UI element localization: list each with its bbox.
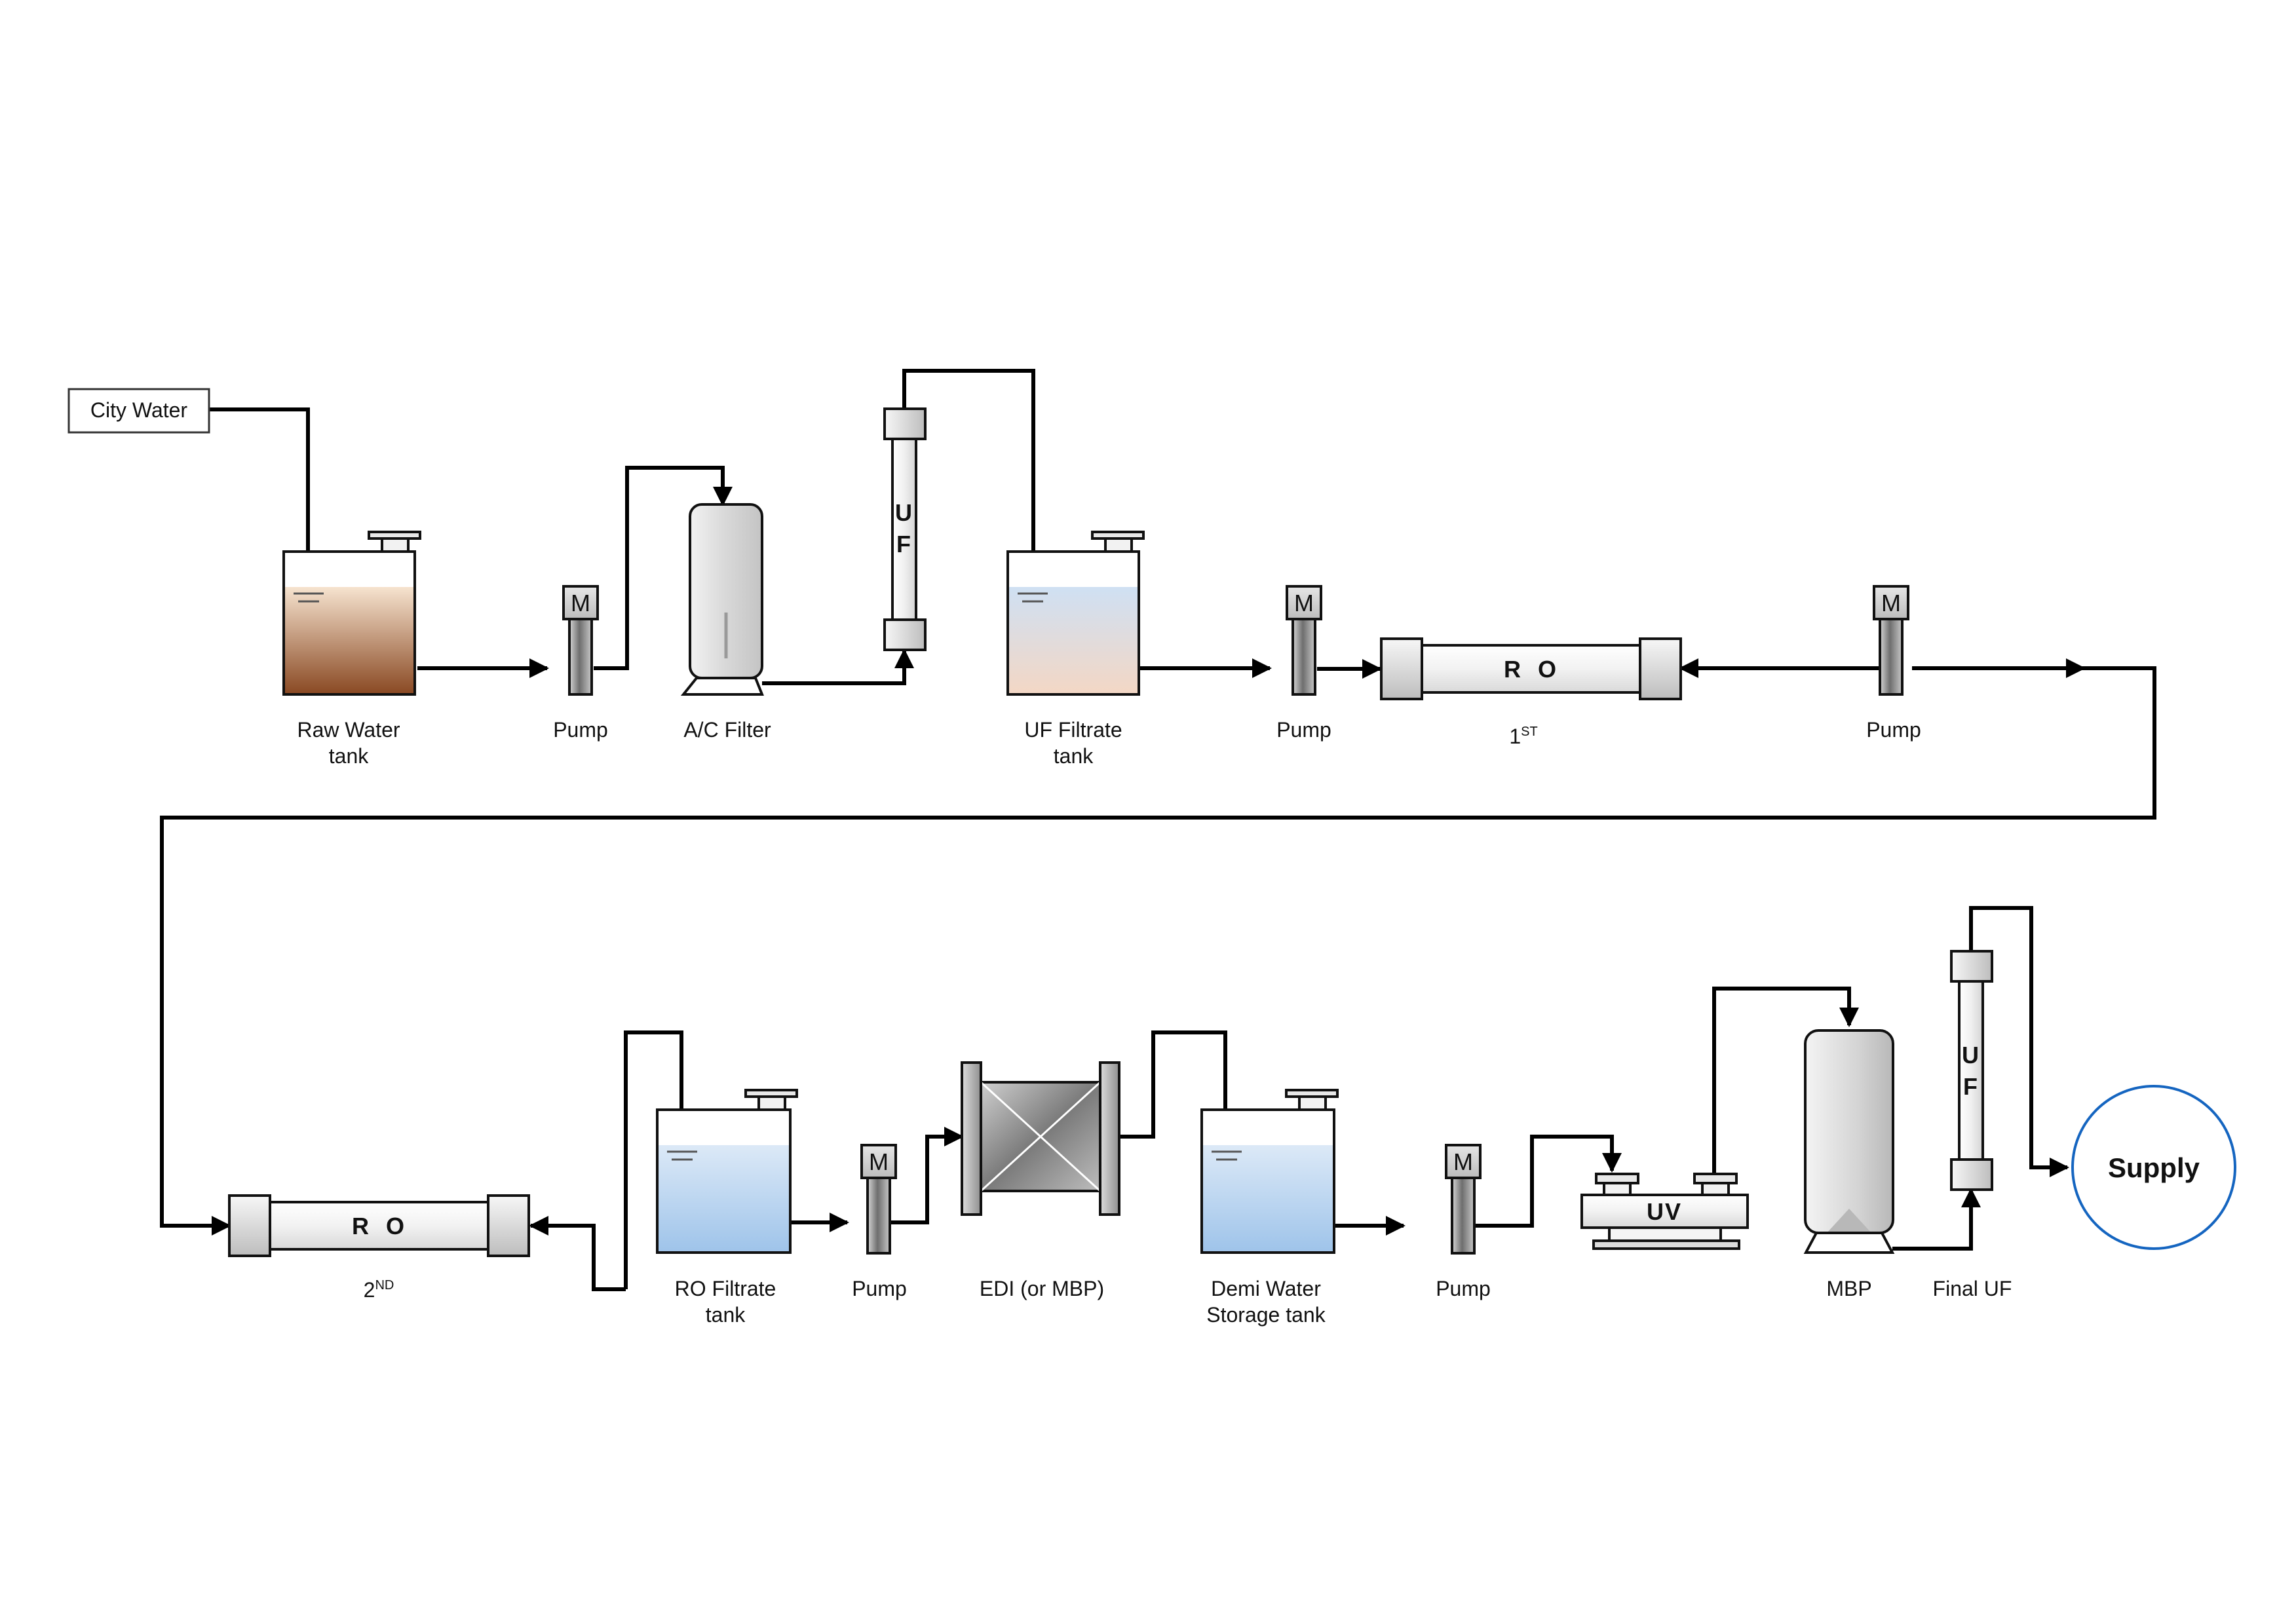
ro-1-stage-label: 1ST (1509, 725, 1537, 748)
supply-endpoint: Supply (2071, 1085, 2236, 1250)
demi-tank-label-line2: Storage tank (1206, 1303, 1326, 1327)
pipe-pump4-to-edi (889, 1127, 964, 1224)
pump-5: M Pump (1436, 1144, 1491, 1300)
pipe-ac-filter-to-uf1 (762, 649, 914, 685)
raw-water-tank-label-line2: tank (329, 744, 369, 768)
pipe-uf1-to-uf-tank (902, 369, 1043, 585)
pipe-pump1-to-ac-filter (594, 466, 733, 670)
pump-1-motor-letter: M (571, 590, 590, 616)
demi-tank-label-line1: Demi Water (1211, 1277, 1321, 1300)
uf-filtrate-tank-label-line1: UF Filtrate (1024, 718, 1122, 742)
ro-filtrate-tank-label-line2: tank (706, 1303, 746, 1327)
pump-4-motor-letter: M (869, 1148, 889, 1175)
ro-2-text: R O (352, 1213, 406, 1239)
pipe-crossover-to-ro2 (160, 666, 2156, 1236)
pipe-network (160, 369, 2156, 1291)
uf-filtrate-tank: UF Filtrate tank (1006, 531, 1145, 768)
mbp-label: MBP (1826, 1277, 1871, 1300)
pump-4: M Pump (852, 1144, 907, 1300)
final-uf-module: U F Final UF (1933, 950, 2012, 1300)
pipe-pump5-to-uv (1476, 1135, 1622, 1228)
uv-sterilizer: UV (1580, 1173, 1749, 1250)
pump-1-label: Pump (553, 718, 608, 742)
pump-2: M Pump (1276, 585, 1331, 742)
pump-2-motor-letter: M (1294, 590, 1314, 616)
pump-3: M Pump (1866, 585, 1921, 742)
pump-5-motor-letter: M (1453, 1148, 1473, 1175)
pipe-riser-to-ro-tank (624, 1030, 691, 1289)
ro-2-stage-number: 2 (364, 1278, 375, 1302)
final-uf-letter-f: F (1963, 1073, 1979, 1100)
uf-module-1: U F (883, 407, 927, 651)
edi-label: EDI (or MBP) (980, 1277, 1104, 1300)
ro-module-1: R O 1ST (1380, 637, 1682, 748)
ro-1-stage-number: 1 (1509, 725, 1521, 748)
city-water-label: City Water (90, 398, 188, 422)
pump-3-motor-letter: M (1881, 590, 1901, 616)
demi-water-storage-tank: Demi Water Storage tank (1200, 1089, 1339, 1327)
raw-water-tank: Raw Water tank (282, 531, 421, 768)
pump-2-label: Pump (1276, 718, 1331, 742)
final-uf-letter-u: U (1962, 1042, 1980, 1068)
uf-1-letter-u: U (895, 499, 913, 526)
mbp-vessel: MBP (1803, 1029, 1895, 1300)
pump-5-label: Pump (1436, 1277, 1491, 1300)
ro-1-stage-suffix: ST (1521, 725, 1538, 739)
raw-water-tank-label-line1: Raw Water (297, 718, 400, 742)
ro-filtrate-tank: RO Filtrate tank (656, 1089, 798, 1327)
ro-module-2: R O 2ND (228, 1194, 530, 1302)
ro-1-text: R O (1504, 656, 1558, 683)
uf-1-letter-f: F (896, 531, 912, 557)
ro-2-stage-suffix: ND (375, 1278, 394, 1293)
uv-text: UV (1647, 1198, 1682, 1225)
pump-4-label: Pump (852, 1277, 907, 1300)
edi-unit: EDI (or MBP) (961, 1061, 1120, 1300)
ro-2-stage-label: 2ND (364, 1278, 394, 1302)
ac-filter: A/C Filter (680, 503, 771, 742)
uf-filtrate-tank-label-line2: tank (1054, 744, 1094, 768)
supply-text: Supply (2108, 1152, 2200, 1183)
ro-filtrate-tank-label-line1: RO Filtrate (675, 1277, 776, 1300)
final-uf-label: Final UF (1933, 1277, 2012, 1300)
pipe-final-uf-to-supply (1969, 906, 2069, 1177)
pipe-uv-to-mbp (1712, 987, 1859, 1176)
city-water-source: City Water (67, 388, 210, 434)
pipe-mbp-to-final-uf (1892, 1188, 1981, 1251)
pipe-ro2-to-ro-tank (529, 1216, 626, 1291)
pipe-edi-to-demi-tank (1120, 1030, 1235, 1139)
ac-filter-label: A/C Filter (683, 718, 771, 742)
pump-1: M Pump (553, 585, 608, 742)
pump-3-label: Pump (1866, 718, 1921, 742)
pipe-city-to-raw-tank (210, 407, 318, 585)
